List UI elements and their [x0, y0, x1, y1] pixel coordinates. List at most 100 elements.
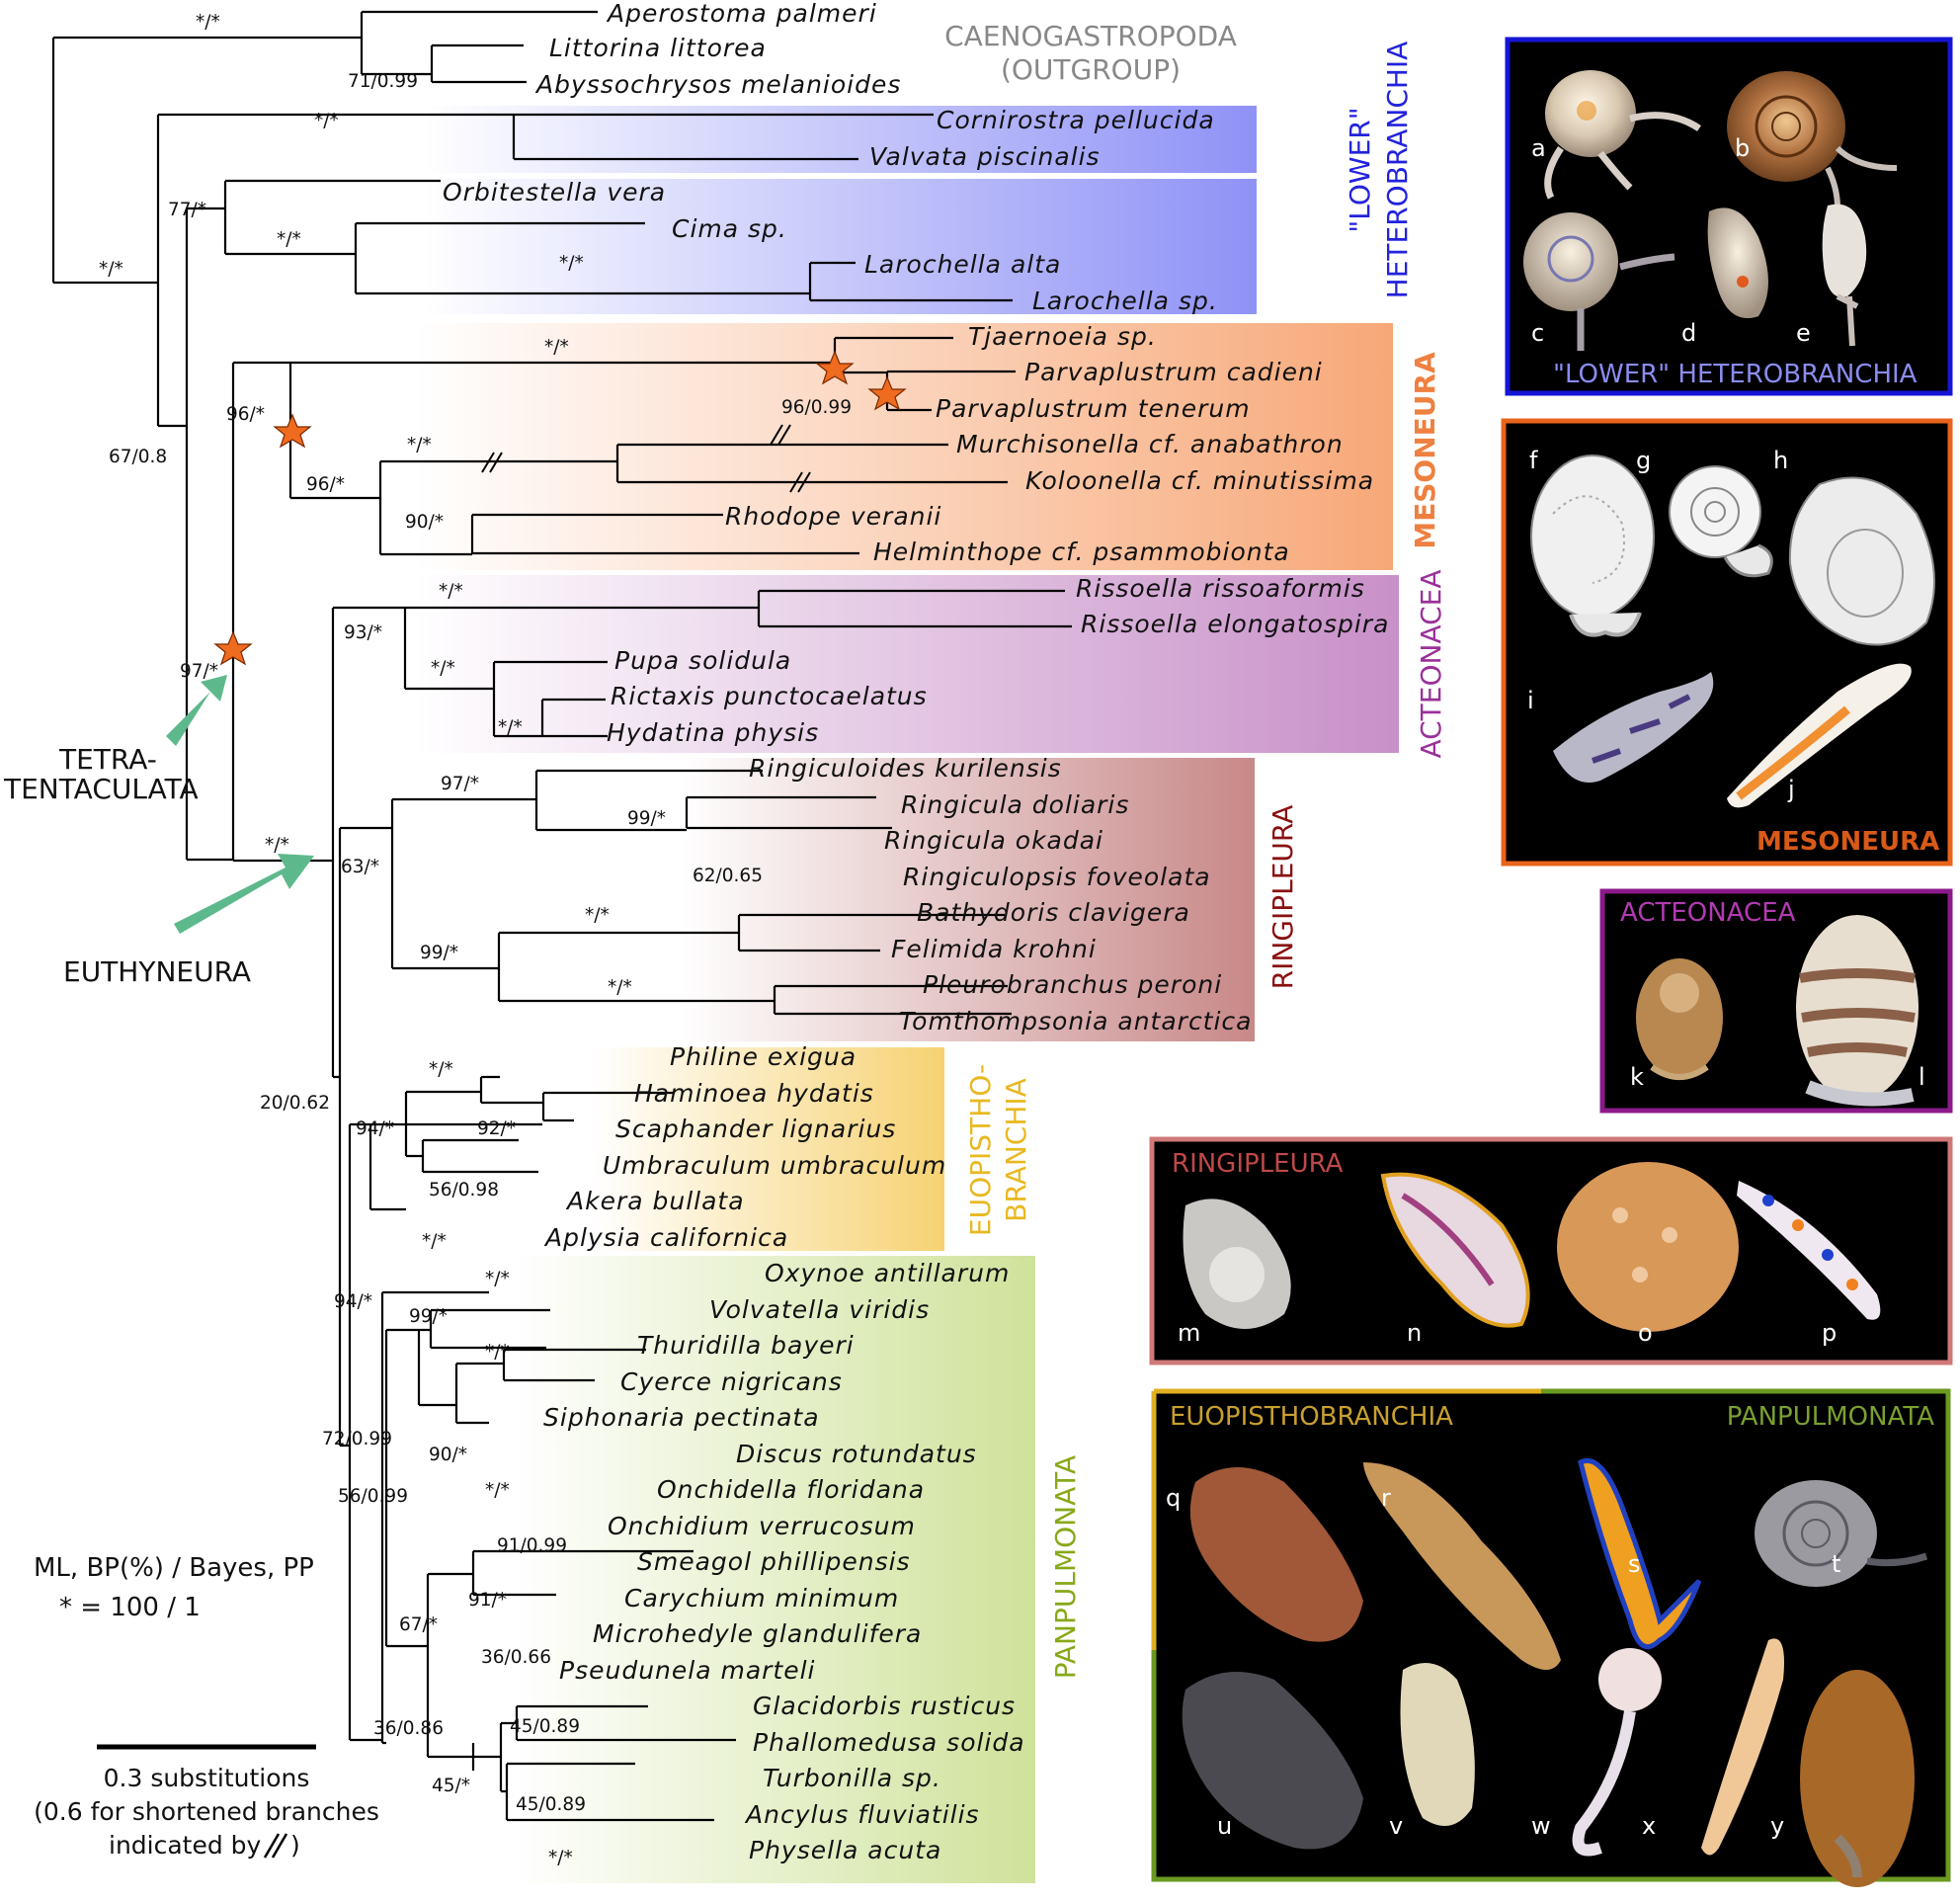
taxon-label: Phallomedusa solida [753, 1728, 1025, 1757]
band-lower-2 [425, 179, 1257, 314]
band-ringipleura [682, 758, 1255, 1041]
support-value: 91/0.99 [497, 1535, 567, 1556]
taxon-label: Oxynoe antillarum [765, 1259, 1010, 1287]
support-value: */* [485, 1480, 510, 1501]
legend-line-2: * = 100 / 1 [59, 1593, 201, 1622]
taxon-label: Larochella alta [864, 250, 1061, 279]
taxon-label: Philine exigua [670, 1042, 857, 1071]
photo-v [1400, 1662, 1475, 1826]
scale-line-2: (0.6 for shortened branches [34, 1797, 379, 1826]
support-value: 96/* [226, 404, 265, 425]
taxon-label: Parvaplustrum cadieni [1024, 358, 1323, 386]
taxon-label: Koloonella cf. minutissima [1025, 466, 1374, 495]
support-value: */* [439, 581, 463, 602]
panel-letter: f [1529, 447, 1538, 474]
support-value: */* [431, 658, 455, 679]
tree-branches [51, 10, 1072, 1822]
panel-title-ringipleura: RINGIPLEURA [1172, 1149, 1344, 1179]
support-value: 77/* [168, 200, 206, 220]
support-value: 96/* [306, 474, 345, 495]
taxon-label: Akera bullata [565, 1187, 745, 1215]
photo-r [1363, 1462, 1561, 1670]
panel-euo-panpulmonata: q r s t u v w x y EUOPISTHOBRANCHIA PANP… [1151, 1388, 1951, 1887]
support-value: */* [548, 1848, 573, 1868]
support-value: 71/0.99 [348, 71, 418, 92]
support-value: 90/* [429, 1445, 467, 1465]
taxon-label: Ringiculoides kurilensis [749, 754, 1062, 783]
band-mesoneura [415, 323, 1393, 570]
photo-w [1572, 1648, 1662, 1857]
tetratentaculata-label-2: TENTACULATA [3, 773, 199, 805]
taxon-label: Aplysia californica [543, 1223, 788, 1252]
euopistho-label: EUOPISTHO- [964, 1064, 997, 1236]
taxon-label: Umbraculum umbraculum [603, 1151, 946, 1180]
arrow-tetratentaculata [166, 675, 227, 746]
taxon-label: Pseudunela marteli [559, 1656, 816, 1685]
panel-letter: q [1166, 1484, 1181, 1512]
mesoneura-label: MESONEURA [1409, 352, 1441, 549]
band-acteonacea [415, 575, 1399, 753]
snail-a [1544, 70, 1701, 200]
support-value: 36/0.66 [481, 1647, 551, 1668]
panel-title-euopisthobranchia: EUOPISTHOBRANCHIA [1170, 1402, 1453, 1432]
support-value: */* [407, 435, 432, 455]
panel-letter: l [1919, 1063, 1925, 1091]
band-euopistho [593, 1047, 944, 1251]
support-legend: ML, BP(%) / Bayes, PP * = 100 / 1 [34, 1553, 314, 1622]
photo-k [1636, 958, 1723, 1080]
apomorphy-stars [213, 350, 907, 666]
taxon-label: Aperostoma palmeri [606, 0, 877, 28]
taxon-label: Hydatina physis [607, 718, 819, 747]
taxon-label: Abyssochrysos melanioides [534, 70, 901, 99]
support-value: */* [422, 1231, 447, 1252]
euopistho-label-2: BRANCHIA [1000, 1078, 1032, 1222]
support-value: 45/* [432, 1776, 470, 1796]
support-value: 99/* [420, 943, 458, 963]
panel-letter: x [1642, 1812, 1656, 1840]
support-value: 45/0.89 [510, 1716, 580, 1737]
support-value: */* [608, 977, 632, 998]
taxon-label: Rissoella rissoaformis [1076, 574, 1365, 603]
ringipleura-label: RINGIPLEURA [1266, 805, 1299, 990]
panel-letter: y [1770, 1812, 1784, 1840]
panel-title-mesoneura: MESONEURA [1756, 827, 1939, 857]
taxon-label: Discus rotundatus [736, 1440, 977, 1468]
panel-lower-heterobranchia: a b c d e "LOWER" HETEROBRANCHIA [1505, 37, 1953, 396]
taxon-label: Haminoea hydatis [634, 1079, 874, 1108]
photo-j [1727, 663, 1912, 808]
scale-line-3: indicated by [109, 1831, 262, 1860]
snail-b [1727, 71, 1898, 208]
taxon-label: Ringicula okadai [884, 826, 1103, 855]
photo-q [1189, 1467, 1363, 1642]
arrow-euthyneura [174, 854, 314, 934]
photo-o [1557, 1162, 1739, 1332]
photo-i [1553, 672, 1714, 783]
support-value: */* [99, 259, 123, 280]
support-value: */* [314, 111, 339, 131]
panel-letter: h [1773, 447, 1788, 474]
arrow-labels: TETRA- TENTACULATA EUTHYNEURA [3, 743, 251, 988]
support-value: 45/0.89 [516, 1794, 586, 1815]
star-tetratentaculata [213, 630, 253, 666]
taxon-label: Pleurobranchus peroni [923, 970, 1222, 999]
break-symbol-2 [271, 1833, 288, 1859]
star-tjaernoeia [815, 350, 855, 385]
photo-p [1737, 1181, 1881, 1320]
panel-letter: v [1389, 1812, 1403, 1840]
photo-m [1183, 1199, 1291, 1329]
taxon-label: Rictaxis punctocaelatus [611, 682, 928, 710]
taxon-label: Turbonilla sp. [763, 1764, 941, 1792]
support-value: 97/* [441, 774, 479, 794]
photo-u [1182, 1672, 1363, 1850]
panel-title-panpulmonata: PANPULMONATA [1727, 1402, 1934, 1432]
support-value: 63/* [341, 857, 379, 877]
taxon-label: Cornirostra pellucida [937, 106, 1215, 134]
support-value: 96/0.99 [781, 397, 852, 418]
photo-x [1701, 1638, 1784, 1856]
taxon-label: Volvatella viridis [709, 1295, 930, 1324]
panel-letter: e [1796, 319, 1811, 347]
snail-e [1822, 204, 1867, 347]
panel-title-lower: "LOWER" HETEROBRANCHIA [1553, 360, 1918, 389]
taxon-label: Tomthompsonia antarctica [899, 1007, 1253, 1035]
